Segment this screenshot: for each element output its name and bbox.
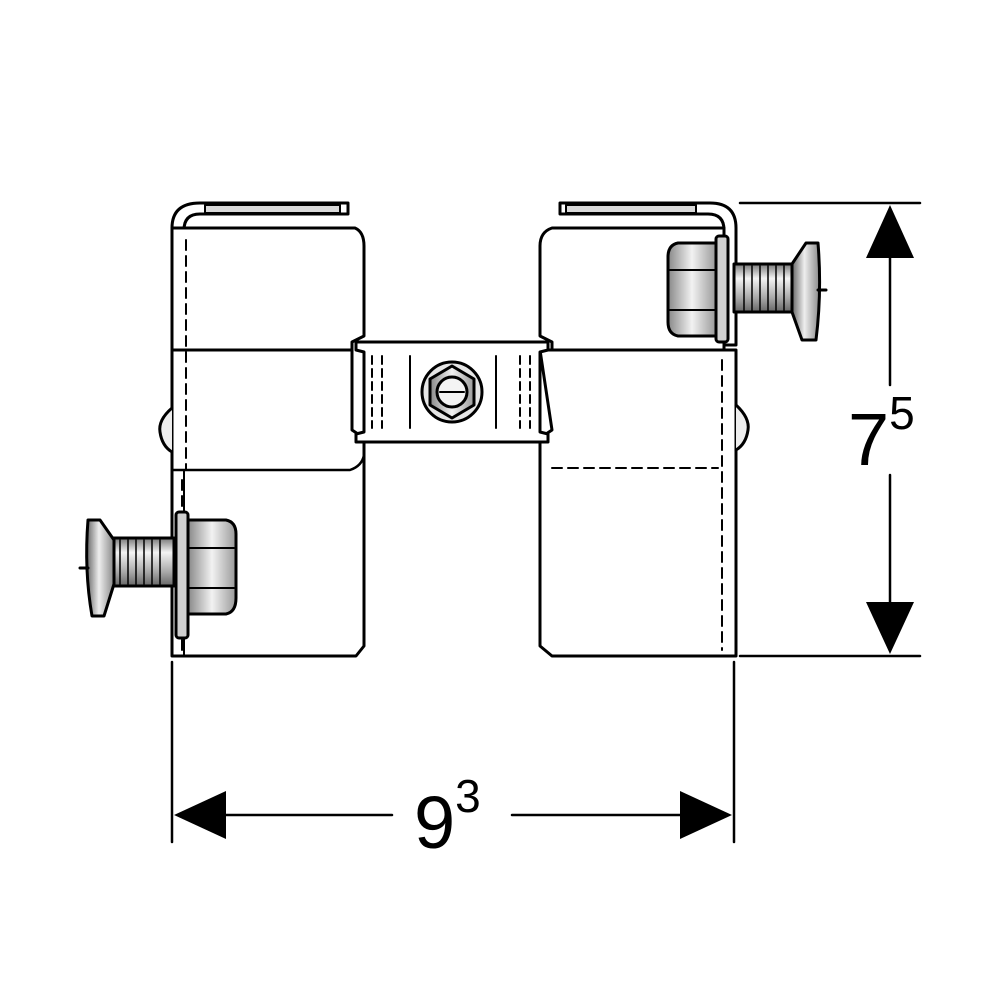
height-dimension (738, 201, 922, 658)
width-dimension-value: 93 (414, 770, 481, 864)
left-bracket (158, 201, 366, 658)
height-dimension-value: 75 (848, 387, 915, 481)
right-clamp-screw (666, 234, 828, 344)
center-bolt (420, 360, 484, 424)
right-bracket (538, 201, 750, 658)
left-clamp-screw (78, 510, 238, 640)
width-dimension (170, 660, 736, 844)
